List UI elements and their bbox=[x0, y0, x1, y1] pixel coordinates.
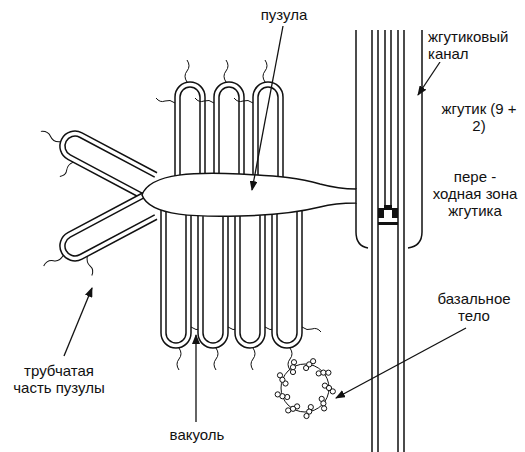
tube-wall bbox=[198, 208, 228, 348]
flagellum bbox=[372, 30, 404, 452]
basal-ring bbox=[281, 364, 329, 412]
part-label: трубчатая часть пузулы bbox=[8, 362, 110, 396]
microtubule bbox=[330, 389, 335, 394]
tube-wall bbox=[235, 208, 265, 348]
microtubule bbox=[304, 413, 309, 418]
tube-wall bbox=[180, 87, 200, 182]
transition-zone bbox=[378, 205, 398, 225]
tube-wall bbox=[203, 208, 223, 343]
microtubule bbox=[321, 401, 326, 406]
part-label: вакуоль bbox=[150, 426, 244, 443]
part-label: жгутиковый канал bbox=[427, 28, 521, 62]
tube-fibril bbox=[185, 60, 189, 82]
microtubule bbox=[311, 359, 316, 364]
microtubule bbox=[322, 406, 327, 411]
tube-fibril bbox=[177, 348, 181, 370]
basal-body-section bbox=[275, 359, 335, 419]
tube-wall bbox=[166, 208, 186, 343]
microtubule bbox=[277, 373, 282, 378]
tube-wall bbox=[258, 87, 278, 182]
microtubule bbox=[275, 392, 280, 397]
tube-fibril bbox=[263, 60, 267, 82]
tube-wall bbox=[175, 82, 205, 182]
tube-fibril bbox=[40, 130, 61, 144]
pusule-tube bbox=[234, 60, 283, 182]
tube-wall bbox=[277, 208, 297, 343]
pusule-tube bbox=[272, 208, 321, 370]
part-label: пере - ходная зона жгутика bbox=[429, 168, 521, 219]
tube-wall bbox=[240, 208, 260, 343]
pusule-tube bbox=[35, 193, 166, 294]
microtubule bbox=[321, 370, 326, 375]
microtubule bbox=[291, 360, 296, 365]
flagellar-canal bbox=[356, 30, 422, 248]
microtubule bbox=[286, 408, 291, 413]
pusule-sac bbox=[142, 173, 356, 216]
pusule-tube bbox=[195, 60, 244, 182]
tube-fibril bbox=[251, 348, 255, 370]
microtubule bbox=[290, 365, 295, 370]
tube-wall bbox=[253, 82, 283, 182]
tube-fibril bbox=[214, 348, 218, 370]
tubular-pusule bbox=[26, 60, 321, 370]
tube-wall bbox=[55, 126, 157, 199]
tube-wall bbox=[161, 208, 191, 348]
tube-fibril bbox=[224, 60, 228, 82]
tube-fibril bbox=[234, 98, 253, 103]
tube-fibril bbox=[83, 256, 96, 275]
part-label: пузула bbox=[240, 6, 328, 23]
tube-wall bbox=[214, 82, 244, 182]
tube-fibril bbox=[156, 98, 175, 103]
microtubule bbox=[326, 370, 331, 375]
tube-fibril bbox=[60, 160, 73, 179]
pusule-tube bbox=[156, 60, 205, 182]
tube-wall bbox=[55, 193, 157, 266]
part-label: базальное тело bbox=[427, 290, 521, 324]
tube-wall bbox=[219, 87, 239, 182]
tube-wall bbox=[61, 133, 154, 195]
tube-fibril bbox=[43, 254, 64, 268]
part-label: жгутик (9 + 2) bbox=[440, 100, 518, 134]
tube-fibril bbox=[302, 327, 321, 332]
tube-wall bbox=[272, 208, 302, 348]
tube-fibril bbox=[195, 98, 214, 103]
tube-wall bbox=[61, 197, 154, 259]
leader-lines bbox=[64, 26, 466, 422]
